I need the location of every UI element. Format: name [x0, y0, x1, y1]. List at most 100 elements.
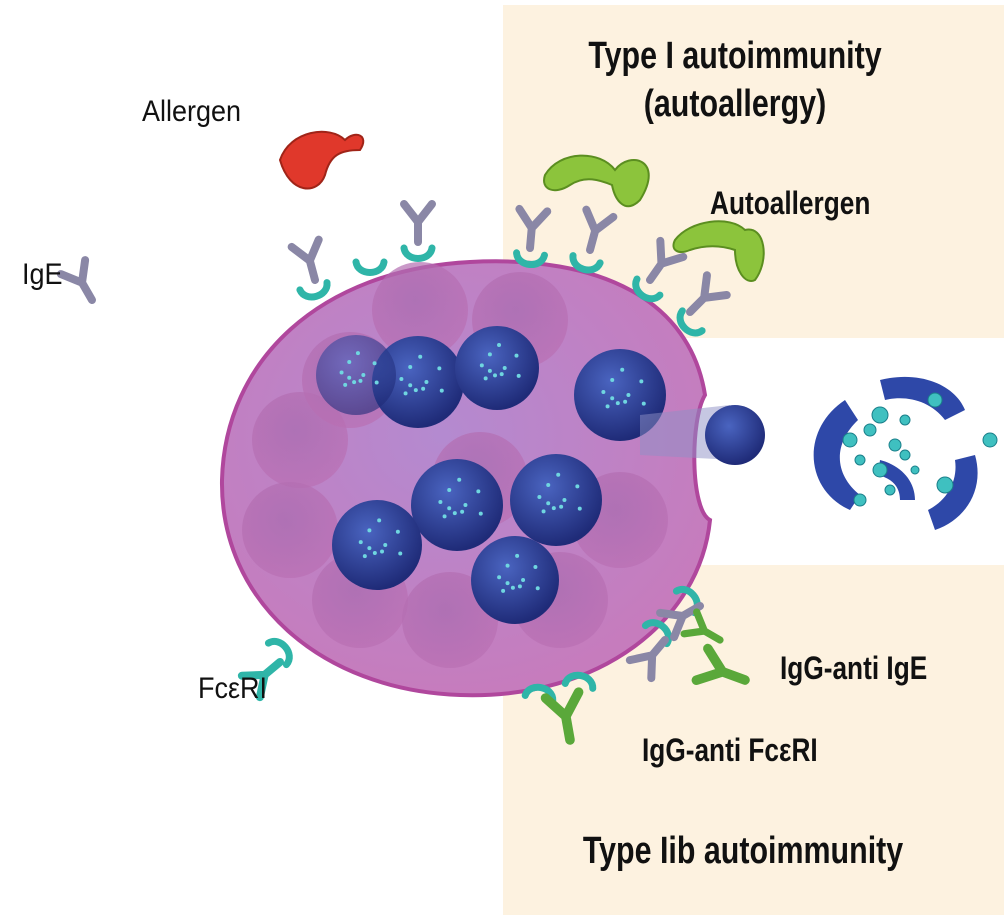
antibody-icon — [515, 204, 552, 252]
released-granule-burst — [813, 376, 978, 530]
mediator-bubble — [936, 476, 954, 494]
granule-dot — [395, 529, 400, 534]
granule — [411, 459, 503, 551]
bound-ige — [625, 636, 669, 683]
igg-anti-ige-icon — [680, 608, 724, 644]
bound-ige — [582, 205, 618, 254]
granule-dot — [517, 584, 522, 589]
granule-dot — [421, 386, 426, 391]
antibody-icon — [680, 608, 724, 644]
mediator-bubble — [927, 392, 943, 408]
released-mediators — [842, 392, 998, 507]
antibody-icon — [686, 271, 731, 316]
granule-dot — [339, 370, 344, 375]
granule-dot — [562, 498, 567, 502]
granule-dot — [559, 504, 564, 509]
mediator-bubble — [872, 462, 888, 478]
fceri-receptor-icon — [296, 279, 331, 301]
granule — [471, 536, 559, 624]
fceri-receptor-icon — [632, 275, 664, 303]
faded-granule — [372, 262, 468, 358]
antibody-icon — [656, 602, 704, 642]
granule-dot — [442, 514, 447, 519]
fceri-receptor-icon — [569, 252, 604, 274]
granule-dot — [501, 588, 506, 593]
granule-dot — [577, 506, 582, 511]
granule-dot — [641, 401, 646, 406]
granule-dot — [418, 354, 423, 359]
autoallergen-shape-2 — [672, 220, 765, 282]
mediator-bubble — [982, 432, 998, 448]
fceri-receptor-icon — [676, 307, 706, 337]
exiting-granule — [705, 405, 765, 465]
granule-dot — [535, 586, 540, 591]
antibody-icon — [625, 636, 669, 683]
fceri-receptor-icon — [561, 671, 597, 692]
granule-dot — [437, 366, 442, 371]
granule-dot — [537, 495, 542, 500]
granule-dot — [610, 396, 615, 401]
granule-dot — [372, 550, 377, 555]
igg-anti-fceri-icon — [540, 687, 584, 745]
granule-dot — [601, 390, 606, 395]
granule-dot — [352, 380, 357, 385]
granule-dot — [546, 501, 551, 506]
antibody-icon — [646, 236, 688, 284]
fceri-receptor-icon — [513, 249, 548, 268]
bound-ige — [656, 602, 704, 642]
granule-dot — [515, 553, 520, 558]
type1-title-line2: (autoallergy) — [643, 83, 827, 125]
antibody-icon — [691, 643, 750, 685]
antibody-icon — [56, 256, 96, 304]
granule-dot — [377, 518, 382, 523]
mediator-bubble — [888, 438, 902, 452]
granules — [316, 326, 666, 624]
granule-dot — [626, 393, 631, 397]
granule-dot — [483, 376, 488, 381]
granule-dot — [505, 563, 510, 568]
granule-dot — [514, 353, 519, 358]
granule-dot — [447, 488, 452, 493]
granule-dot — [623, 399, 628, 404]
granule-dot — [460, 509, 465, 514]
granule-dot — [452, 511, 457, 516]
granule-dot — [367, 528, 372, 533]
type1-title-line1: Type I autoimmunity — [588, 35, 882, 77]
bound-ige — [686, 271, 731, 316]
granule-dot — [413, 388, 418, 393]
granule-dot — [521, 578, 526, 582]
antibody-icon — [540, 687, 584, 745]
granule-dot — [620, 367, 625, 372]
granule-dot — [551, 506, 556, 511]
granule-dot — [347, 375, 352, 380]
igg-anti-ige-label: IgG-anti IgE — [780, 650, 928, 686]
granule-dot — [457, 477, 462, 482]
granule-dot — [424, 380, 429, 384]
granule-dot — [497, 342, 502, 347]
granule-dot — [487, 368, 492, 373]
antibody-icon — [582, 205, 618, 254]
type2b-title: Type Iib autoimmunity — [582, 830, 904, 872]
granule-dot — [361, 373, 366, 377]
allergen-label: Allergen — [142, 95, 242, 128]
fceri-label: FcεRI — [198, 672, 268, 705]
granule-dot — [610, 378, 615, 383]
granule-dot — [367, 546, 372, 551]
granule-dot — [639, 379, 644, 384]
granule — [332, 500, 422, 590]
granule-dot — [575, 484, 580, 489]
granule — [510, 454, 602, 546]
granule-dot — [463, 503, 468, 507]
fceri-receptor-icon — [264, 637, 293, 669]
granule-dot — [347, 359, 352, 364]
mediator-bubble — [871, 406, 889, 424]
granule-dot — [362, 554, 367, 559]
granule-dot — [546, 483, 551, 488]
mediator-bubble — [863, 423, 877, 437]
x — [237, 658, 284, 702]
granule-dot — [403, 391, 408, 396]
granule-dot — [487, 352, 492, 357]
granule-dot — [355, 351, 360, 356]
